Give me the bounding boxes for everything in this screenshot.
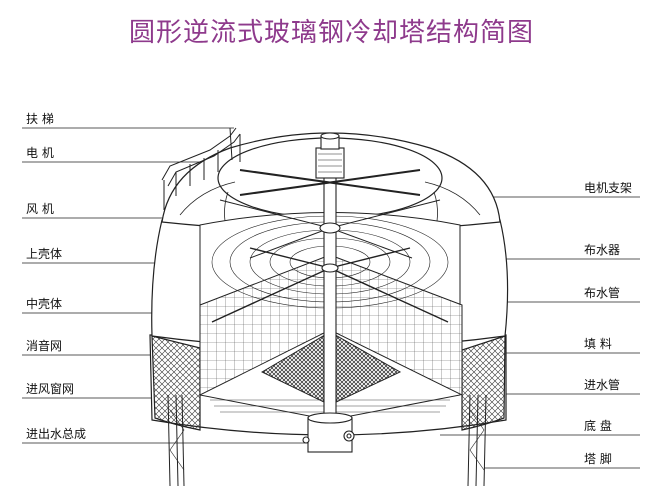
diagram-title: 圆形逆流式玻璃钢冷却塔结构简图	[128, 18, 534, 48]
inlet-outlet-assembly	[302, 412, 355, 453]
label-inlet-pipe: 进水管	[584, 378, 621, 392]
ladder	[161, 127, 241, 210]
label-ladder: 扶 梯	[26, 112, 54, 126]
label-fan: 风 机	[26, 202, 54, 216]
label-fill: 填 料	[584, 337, 612, 351]
intake-mesh-left	[151, 335, 201, 431]
label-motor: 电 机	[26, 146, 54, 160]
distribution-pipes	[211, 247, 449, 323]
label-water-distributor: 布水器	[584, 243, 621, 257]
center-pipe	[323, 171, 337, 433]
intake-mesh-right	[461, 335, 506, 431]
label-silencer-mesh: 消音网	[26, 339, 63, 353]
label-upper-shell: 上壳体	[26, 247, 63, 261]
label-inlet-outlet-assembly: 进出水总成	[26, 427, 87, 441]
tower-legs	[167, 394, 487, 487]
label-basin: 底 盘	[584, 419, 612, 433]
label-tower-feet: 塔 脚	[584, 452, 612, 466]
label-inlet-window-mesh: 进风窗网	[26, 382, 75, 396]
label-distribution-pipe: 布水管	[584, 286, 621, 300]
motor-body	[315, 147, 345, 179]
motor-assembly	[239, 132, 421, 433]
label-motor-bracket: 电机支架	[584, 181, 633, 195]
label-middle-shell: 中壳体	[26, 297, 63, 311]
